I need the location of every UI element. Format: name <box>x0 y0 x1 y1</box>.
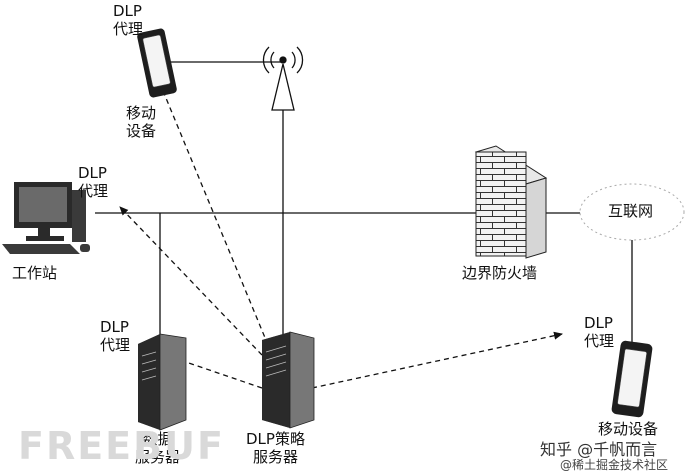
policy-links <box>119 39 563 389</box>
agent-word: 代理 <box>584 332 615 350</box>
agent-word: 代理 <box>100 336 131 354</box>
agent-name: DLP <box>100 318 129 336</box>
firewall-icon <box>474 145 548 259</box>
agent-word: 代理 <box>78 182 109 200</box>
policy-word: DLP策略 <box>246 430 305 448</box>
freebuf-watermark: FREEBUF <box>18 424 225 468</box>
internet-cloud-icon <box>579 183 685 241</box>
firewall-label: 边界防火墙 <box>462 264 538 282</box>
data-server-icon <box>138 333 187 431</box>
policy-to-mobile-right-line <box>311 331 563 389</box>
mobile-top-label: 移动 设备 <box>126 104 156 140</box>
workstation-agent-label: DLP 代理 <box>78 164 108 200</box>
policy-to-mobile-top-line <box>141 39 269 346</box>
server-word: 服务器 <box>252 448 298 466</box>
agent-name: DLP <box>78 164 107 182</box>
mobile-word: 移动 <box>126 104 157 122</box>
network-lines <box>95 61 633 345</box>
policy-server-icon <box>262 331 315 429</box>
data-word: 数据 <box>142 430 173 448</box>
mobile-top-agent-label: DLP 代理 <box>113 2 143 38</box>
policy-to-workstation-line <box>119 206 263 356</box>
mobile-right-label: 移动设备 <box>598 420 659 438</box>
device-word: 设备 <box>126 122 157 140</box>
server-word: 服务器 <box>135 448 181 466</box>
data-server-agent-label: DLP 代理 <box>100 318 130 354</box>
agent-name: DLP <box>584 314 613 332</box>
agent-name: DLP <box>113 2 142 20</box>
juejin-watermark: @稀土掘金技术社区 <box>560 458 669 472</box>
policy-to-data-server-line <box>179 359 263 389</box>
policy-server-label: DLP策略 服务器 <box>246 430 305 466</box>
mobile-right-agent-label: DLP 代理 <box>584 314 614 350</box>
zhihu-watermark: 知乎 @千帆而言 <box>540 440 658 459</box>
agent-word: 代理 <box>113 20 144 38</box>
antenna-tower-icon <box>262 46 304 111</box>
mobile-device-right <box>611 340 653 418</box>
data-server-label: 数据 服务器 <box>135 430 180 466</box>
workstation-label: 工作站 <box>12 264 58 282</box>
workstation-icon <box>2 182 90 254</box>
internet-label: 互联网 <box>608 202 654 220</box>
mobile-device-top <box>137 28 177 98</box>
